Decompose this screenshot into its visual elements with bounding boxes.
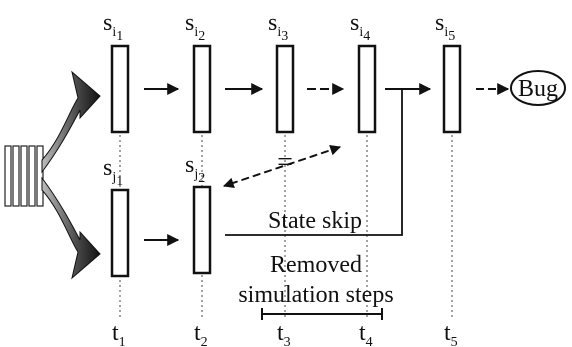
- equivalence-arrow: [222, 144, 342, 189]
- state-box-i4: [357, 44, 377, 134]
- top-state-labels: si1 si2 si3 si4 si5: [103, 10, 455, 44]
- state-box-j2: [192, 185, 212, 275]
- removed-label-line2: simulation steps: [238, 282, 393, 308]
- svg-text:si2: si2: [185, 10, 205, 44]
- time-labels: t1 t2 t3 t4 t5: [112, 320, 458, 347]
- svg-text:t3: t3: [277, 320, 291, 347]
- removed-label-line1: Removed: [270, 252, 362, 278]
- removed-interval-bracket: [261, 308, 383, 320]
- svg-text:t1: t1: [112, 320, 126, 347]
- bottom-state-labels: sj1 sj2: [103, 152, 205, 189]
- svg-text:sj2: sj2: [185, 152, 205, 186]
- bug-node: Bug: [510, 70, 566, 106]
- state-box-i5: [442, 44, 462, 134]
- input-stack-icon: [4, 145, 44, 207]
- bug-label: Bug: [518, 76, 558, 102]
- svg-text:t4: t4: [359, 320, 373, 347]
- svg-text:si5: si5: [435, 10, 455, 44]
- top-state-boxes: [110, 44, 462, 134]
- state-skip-label: State skip: [268, 208, 362, 234]
- svg-text:si1: si1: [103, 10, 123, 44]
- fanout-arrow-icon: [41, 70, 101, 280]
- state-box-i2: [192, 44, 212, 134]
- state-box-i1: [110, 44, 130, 134]
- svg-text:t2: t2: [194, 320, 208, 347]
- svg-text:t5: t5: [444, 320, 458, 347]
- svg-text:si3: si3: [268, 10, 288, 44]
- svg-text:si4: si4: [350, 10, 370, 44]
- equal-sign: =: [277, 147, 293, 178]
- bottom-state-boxes: [110, 185, 212, 278]
- state-box-j1: [110, 188, 130, 278]
- state-skip-path: [225, 88, 406, 236]
- svg-text:sj1: sj1: [103, 155, 123, 189]
- state-box-i3: [275, 44, 295, 134]
